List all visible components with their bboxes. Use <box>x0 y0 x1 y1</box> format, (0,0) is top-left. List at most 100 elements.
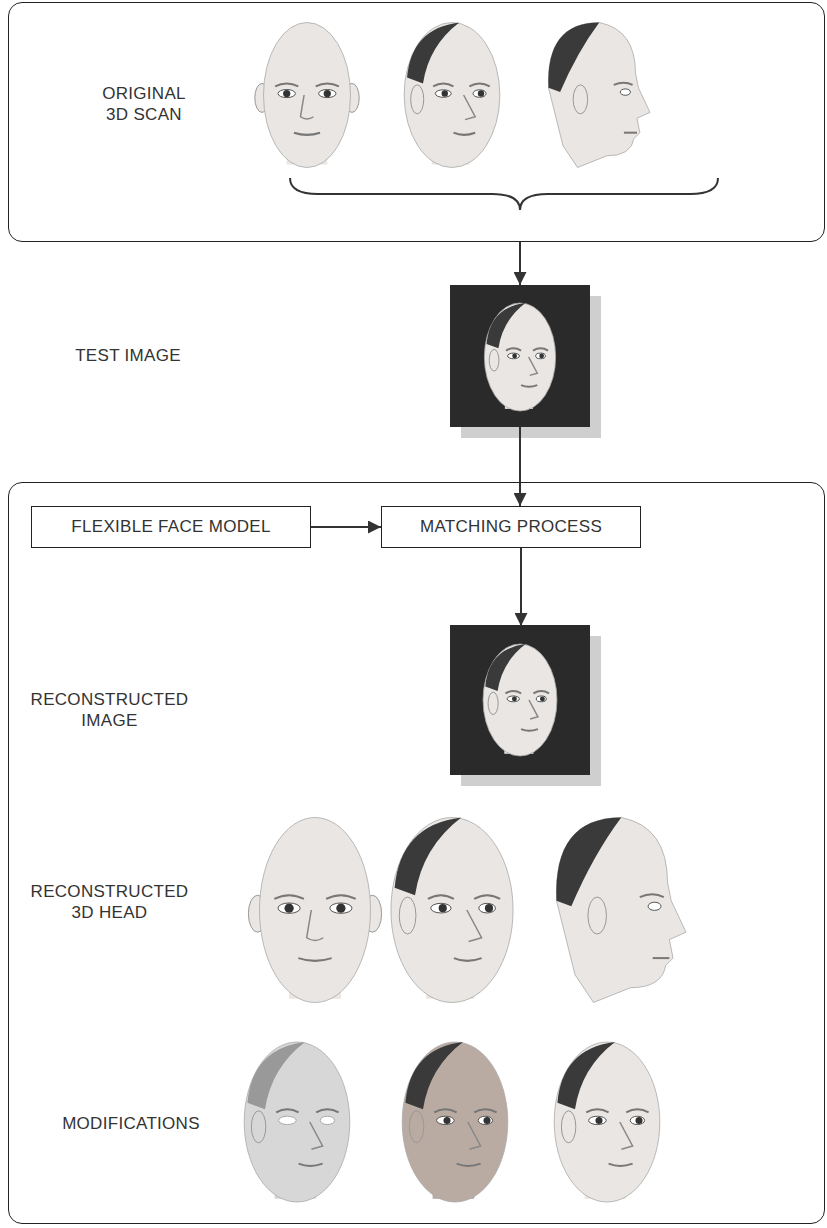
row-label: TEST IMAGE <box>48 345 208 366</box>
ear <box>489 349 499 371</box>
brow <box>434 1109 456 1112</box>
eye <box>478 1116 492 1124</box>
iris <box>442 90 448 96</box>
ear <box>488 692 498 714</box>
iris <box>439 904 447 912</box>
hair <box>395 818 462 896</box>
brow <box>626 1109 648 1112</box>
face-render <box>548 23 650 168</box>
face-render <box>483 644 557 756</box>
hair <box>487 303 526 348</box>
iris <box>512 354 517 359</box>
brow <box>275 83 298 86</box>
iris <box>512 696 517 701</box>
brow <box>640 894 664 897</box>
image-frame <box>450 285 590 427</box>
face-render <box>391 818 513 1003</box>
iris <box>284 904 293 913</box>
mouth <box>454 958 482 961</box>
face-render <box>404 23 500 168</box>
face-render <box>554 1042 660 1202</box>
eye <box>431 903 451 913</box>
nose <box>529 357 538 375</box>
nose <box>300 95 313 119</box>
hair <box>556 818 621 907</box>
eye <box>507 696 519 702</box>
eye <box>589 1116 607 1124</box>
eye <box>536 696 546 702</box>
row-label: RECONSTRUCTED IMAGE <box>27 689 192 732</box>
hair <box>407 23 459 84</box>
hair <box>405 1042 463 1109</box>
nose <box>620 1122 633 1149</box>
process-box: FLEXIBLE FACE MODEL <box>31 506 311 548</box>
brow <box>469 83 489 86</box>
eye <box>648 902 661 910</box>
iris <box>478 90 484 96</box>
face-render <box>248 818 381 1003</box>
eye <box>435 90 451 98</box>
skull <box>391 818 513 1003</box>
scan-panel: ORIGINAL 3D SCAN <box>8 2 825 242</box>
brow <box>614 83 633 85</box>
iris <box>485 904 493 912</box>
face-render <box>402 1042 508 1202</box>
iris <box>336 904 345 913</box>
brow <box>276 1109 298 1112</box>
brow <box>506 348 521 350</box>
ear <box>251 1111 265 1143</box>
brace <box>290 178 718 210</box>
brow <box>274 895 304 899</box>
skull <box>264 23 351 168</box>
ear <box>411 85 424 114</box>
mouth <box>294 133 320 135</box>
test-image: TEST IMAGE <box>450 285 590 427</box>
mouth <box>521 385 537 387</box>
mouth <box>453 133 475 135</box>
brow <box>533 691 549 693</box>
image-frame <box>450 625 590 775</box>
brow <box>316 1109 338 1112</box>
iris <box>539 354 544 359</box>
eye <box>279 1116 297 1124</box>
nose <box>529 700 538 719</box>
box-label: MATCHING PROCESS <box>420 516 602 537</box>
hair <box>557 1042 615 1109</box>
iris <box>635 1117 642 1124</box>
brow <box>433 83 453 86</box>
eye <box>479 903 496 913</box>
skull <box>484 303 555 411</box>
profile <box>556 818 686 1003</box>
brow <box>533 348 548 350</box>
iris <box>443 1117 450 1124</box>
mouth <box>521 729 538 731</box>
nose <box>464 95 476 120</box>
eye <box>536 353 546 359</box>
flow-arrow <box>311 526 381 528</box>
mouth <box>299 1164 323 1166</box>
brow <box>474 895 500 899</box>
iris <box>595 1117 602 1124</box>
brow <box>326 895 356 899</box>
reconstructed-image: RECONSTRUCTED IMAGE <box>451 626 591 776</box>
flow-arrow <box>520 548 522 626</box>
iris <box>283 90 290 97</box>
ear <box>573 85 588 114</box>
eye <box>508 353 520 359</box>
iris <box>324 90 331 97</box>
hair <box>247 1042 305 1109</box>
profile <box>548 23 650 168</box>
mouth <box>298 958 331 961</box>
brow <box>316 83 339 86</box>
skull <box>483 644 557 756</box>
nose <box>310 1122 323 1149</box>
face-render <box>484 303 555 411</box>
ear <box>399 897 416 934</box>
eye <box>620 89 630 95</box>
face-render <box>244 1042 350 1202</box>
eye <box>630 1116 644 1124</box>
reconstruction-panel: RECONSTRUCTED 3D HEADMODIFICATIONSFLEXIB… <box>8 482 825 1224</box>
eye <box>473 90 486 98</box>
face-render <box>556 818 686 1003</box>
